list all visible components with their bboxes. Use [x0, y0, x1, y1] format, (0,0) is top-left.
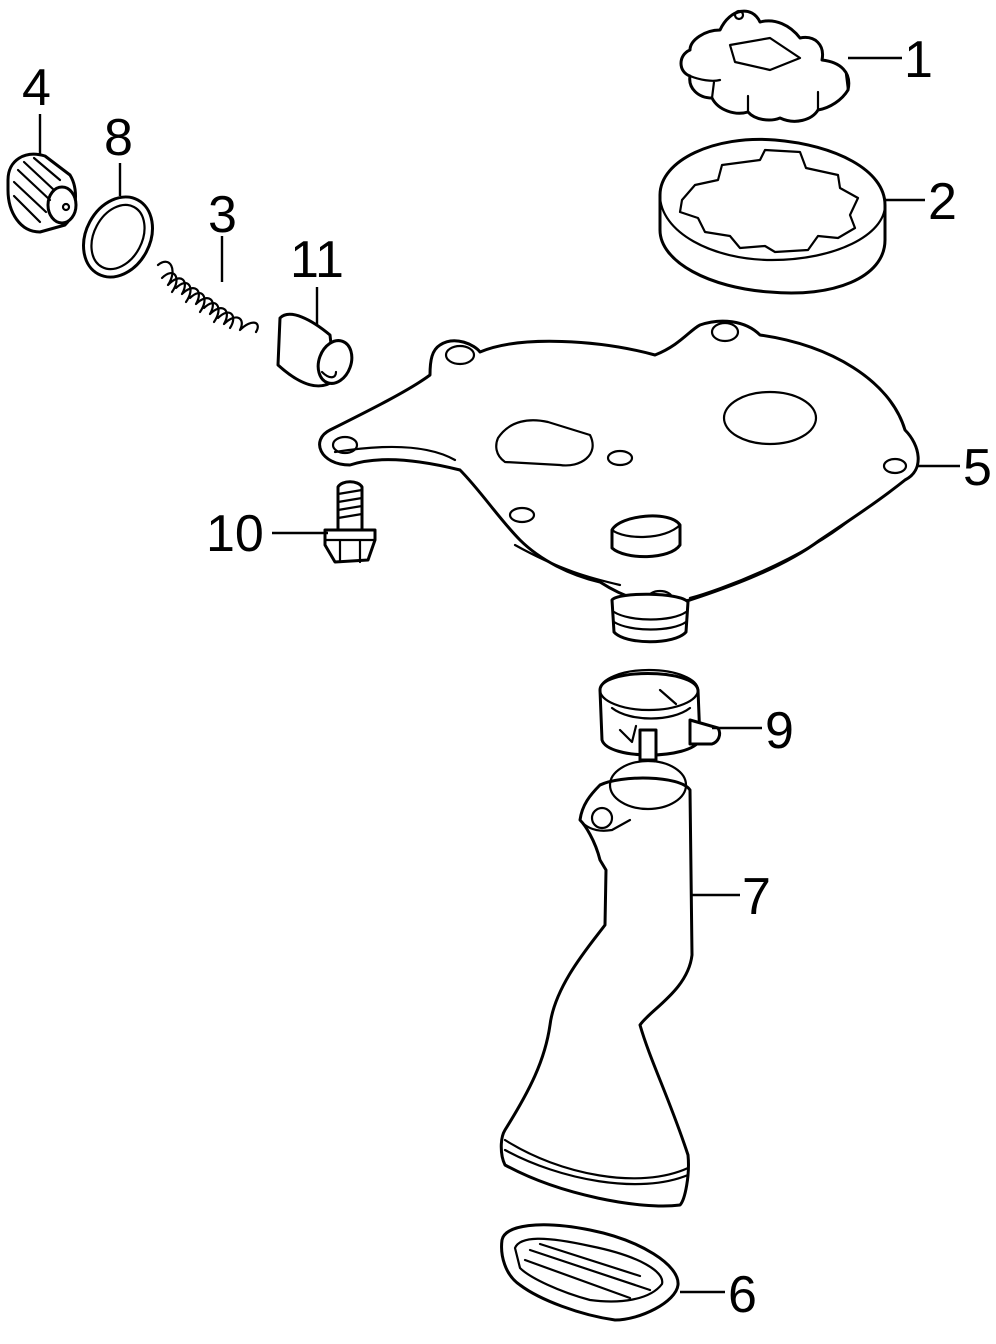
- callout-9: 9: [765, 702, 794, 760]
- part-6-strainer-screen[interactable]: [500, 1223, 680, 1322]
- part-1-inner-rotor[interactable]: [679, 9, 851, 123]
- callout-8: 8: [104, 109, 133, 167]
- leader-lines: [38, 56, 960, 1294]
- callout-6: 6: [728, 1266, 757, 1324]
- part-8-washer[interactable]: [70, 185, 166, 289]
- callout-5: 5: [963, 439, 992, 497]
- callout-4: 4: [22, 59, 51, 117]
- callout-7: 7: [742, 868, 771, 926]
- part-7-strainer-pipe[interactable]: [499, 759, 694, 1208]
- callout-11: 11: [290, 231, 344, 289]
- part-2-outer-rotor[interactable]: [658, 137, 887, 295]
- callout-2: 2: [928, 173, 957, 231]
- part-10-bolt[interactable]: [323, 480, 377, 564]
- callout-labels: 1 2 3 4 5 6 7 8 9 10 11: [22, 31, 992, 1324]
- part-9-clamp[interactable]: [598, 668, 722, 762]
- callout-10: 10: [206, 505, 264, 563]
- callout-1: 1: [904, 31, 933, 89]
- part-5-pump-cover[interactable]: [318, 319, 920, 644]
- part-3-spring[interactable]: [156, 260, 259, 334]
- part-11-valve[interactable]: [276, 312, 358, 388]
- part-4-plug[interactable]: [6, 152, 78, 234]
- callout-3: 3: [208, 186, 237, 244]
